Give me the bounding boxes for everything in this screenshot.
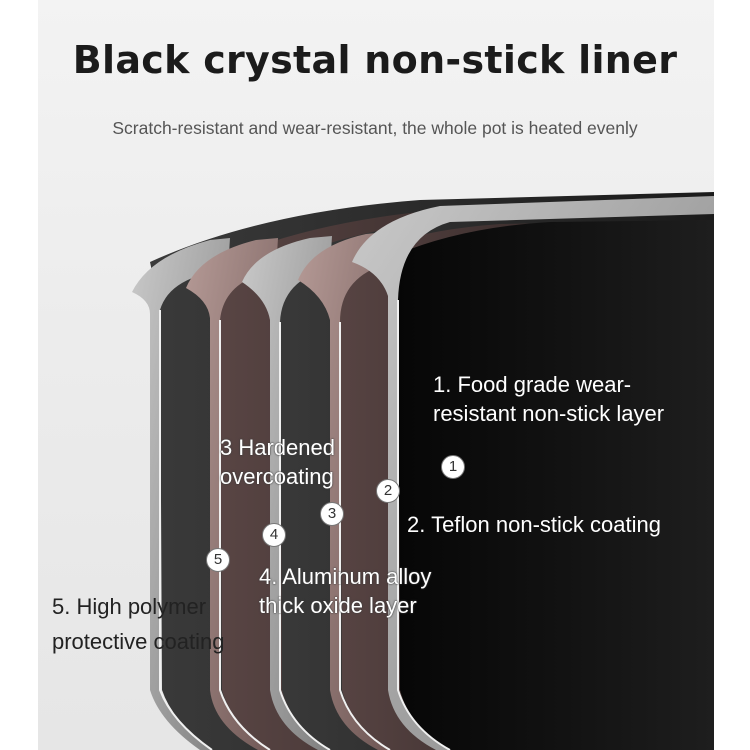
layer-2-label-line1: 2. Teflon non-stick coating [407, 512, 661, 537]
layer-4-label: 4. Aluminum alloy thick oxide layer [259, 562, 431, 620]
layer-4-label-line2: thick oxide layer [259, 593, 417, 618]
page-subtitle: Scratch-resistant and wear-resistant, th… [112, 118, 638, 138]
layer-1-label: 1. Food grade wear- resistant non-stick … [433, 370, 664, 428]
layer-5-label-line2: protective coating [52, 629, 225, 654]
layer-1-label-line1: 1. Food grade wear- [433, 372, 632, 397]
layer-1-shell [352, 196, 714, 750]
layer-3-label: 3 Hardened overcoating [220, 433, 335, 491]
layer-4-marker: 4 [262, 523, 286, 547]
layer-5-marker: 5 [206, 548, 230, 572]
layer-5-label: 5. High polymer protective coating [52, 592, 224, 656]
page-title: Black crystal non-stick liner [72, 38, 678, 82]
layer-3-label-line2: overcoating [220, 464, 334, 489]
layer-3-marker: 3 [320, 502, 344, 526]
layer-1-marker: 1 [441, 455, 465, 479]
layer-5-label-line1: 5. High polymer [52, 594, 207, 619]
layer-2-marker: 2 [376, 479, 400, 503]
layer-2-label: 2. Teflon non-stick coating [407, 510, 661, 539]
layer-3-label-line1: 3 Hardened [220, 435, 335, 460]
layer-4-label-line1: 4. Aluminum alloy [259, 564, 432, 589]
layer-1-label-line2: resistant non-stick layer [433, 401, 665, 426]
